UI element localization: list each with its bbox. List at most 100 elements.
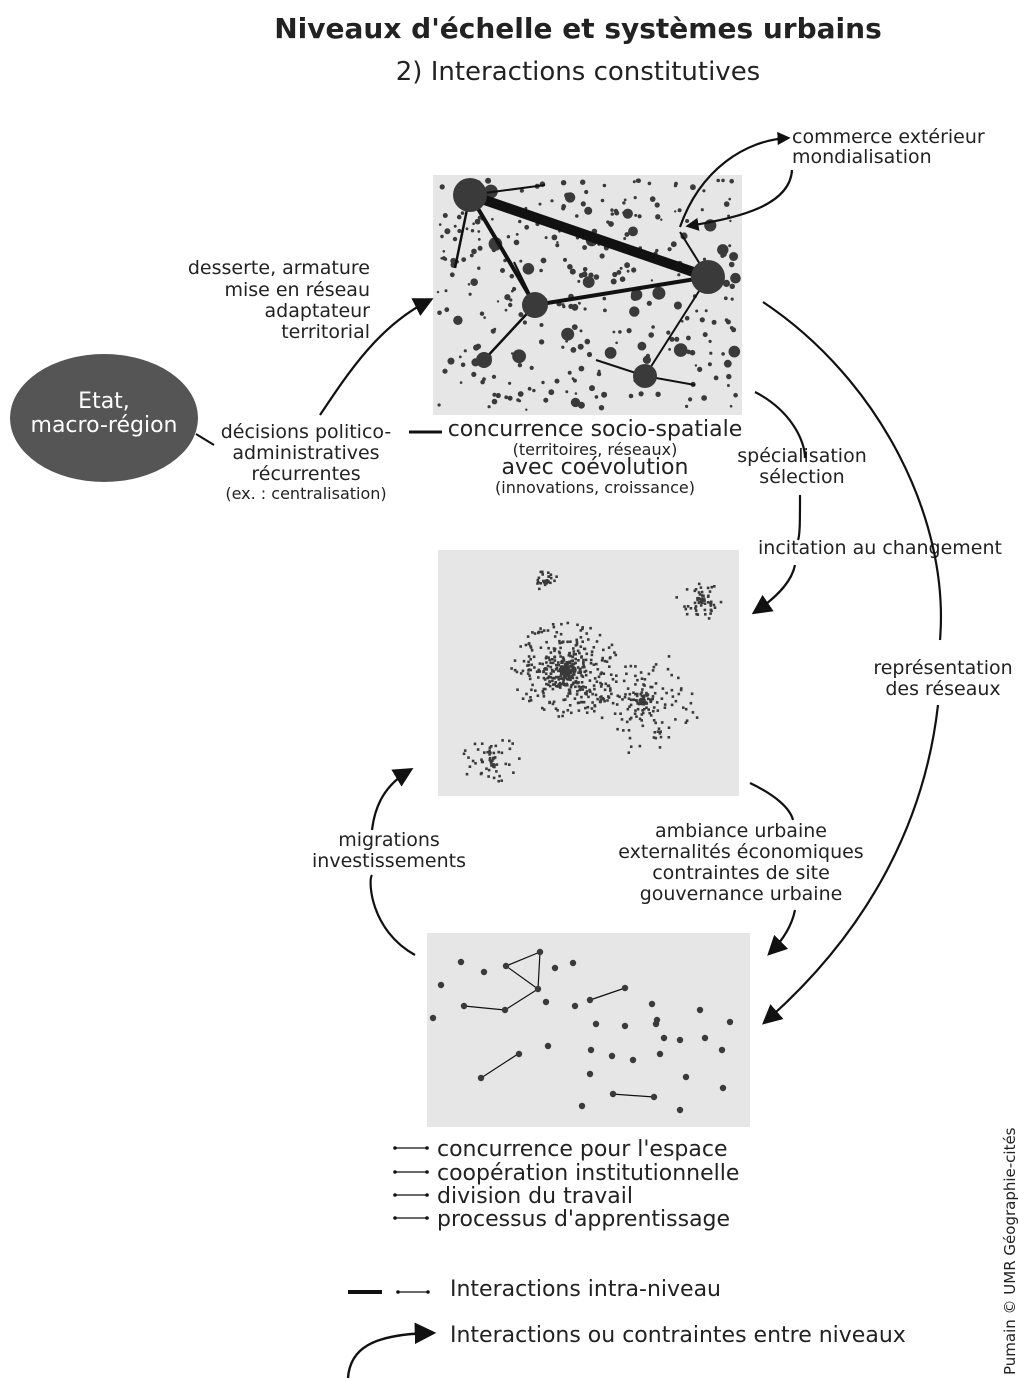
point xyxy=(538,202,542,206)
pixel xyxy=(599,685,603,688)
pixel xyxy=(571,662,574,666)
point xyxy=(560,180,567,186)
point xyxy=(513,239,520,246)
pixel xyxy=(480,758,483,761)
pixel xyxy=(653,691,657,695)
pixel xyxy=(564,673,567,676)
pixel xyxy=(532,655,536,659)
point xyxy=(700,208,704,212)
pixel xyxy=(593,704,596,707)
pixel xyxy=(568,661,572,665)
pixel xyxy=(545,661,548,664)
pixel xyxy=(562,698,565,702)
pixel xyxy=(568,689,571,692)
pixel xyxy=(703,599,706,602)
point xyxy=(483,316,486,319)
point xyxy=(655,391,661,397)
pixel xyxy=(629,716,633,720)
point xyxy=(504,308,508,312)
pixel xyxy=(579,685,583,689)
label-desserte-4: territorial xyxy=(281,321,370,343)
pixel xyxy=(500,751,504,755)
pixel xyxy=(562,682,565,686)
pixel xyxy=(582,658,585,662)
pixel xyxy=(576,690,579,693)
arrow-desserte xyxy=(319,298,434,416)
pixel xyxy=(550,658,554,661)
pixel xyxy=(537,631,540,635)
pixel xyxy=(640,691,644,694)
point xyxy=(577,279,581,283)
pixel xyxy=(564,664,568,667)
pixel xyxy=(501,739,504,742)
point xyxy=(477,1074,485,1082)
pixel xyxy=(596,668,600,671)
pixel xyxy=(606,699,609,702)
pixel xyxy=(545,655,548,659)
point xyxy=(477,266,481,270)
pixel xyxy=(629,745,633,748)
pixel xyxy=(713,606,717,609)
point xyxy=(632,180,636,184)
label-ambiance-1: ambiance urbaine xyxy=(655,820,827,842)
point xyxy=(648,332,654,338)
point xyxy=(584,189,589,195)
point xyxy=(726,373,732,380)
point xyxy=(512,349,526,364)
pixel xyxy=(559,674,563,677)
pixel xyxy=(608,665,611,668)
pixel xyxy=(572,670,576,674)
point xyxy=(440,234,444,239)
pixel xyxy=(574,661,577,665)
pixel xyxy=(569,678,572,682)
point xyxy=(504,294,511,301)
pixel xyxy=(537,668,541,672)
diagram-title: Niveaux d'échelle et systèmes urbains xyxy=(274,12,882,45)
point xyxy=(584,338,591,345)
pixel xyxy=(643,707,646,711)
point xyxy=(578,1102,586,1110)
pixel xyxy=(547,676,551,679)
pixel xyxy=(518,757,521,760)
pixel xyxy=(595,662,598,666)
pixel xyxy=(492,756,495,760)
pixel xyxy=(526,664,529,667)
point xyxy=(596,371,602,377)
pixel xyxy=(541,662,544,666)
pixel xyxy=(659,730,662,733)
label-decisions-3: récurrentes xyxy=(251,463,360,485)
point xyxy=(437,403,441,407)
pixel xyxy=(542,676,546,680)
point xyxy=(638,391,644,397)
point xyxy=(729,178,734,184)
point xyxy=(730,297,734,301)
point xyxy=(532,388,536,393)
point xyxy=(618,330,622,334)
label-commerce-2: mondialisation xyxy=(792,146,932,168)
point xyxy=(518,312,524,318)
pixel xyxy=(584,673,588,677)
pixel xyxy=(548,680,551,683)
point xyxy=(649,196,656,202)
point xyxy=(501,1006,509,1014)
pixel xyxy=(590,650,594,653)
pixel xyxy=(574,644,578,647)
pixel xyxy=(553,579,556,583)
pixel xyxy=(613,651,616,654)
pixel xyxy=(571,667,575,671)
pixel xyxy=(584,691,588,695)
pixel xyxy=(641,724,645,728)
pixel xyxy=(701,601,704,604)
point xyxy=(467,283,471,286)
pixel xyxy=(557,663,561,667)
point xyxy=(581,271,588,278)
pixel xyxy=(559,683,562,687)
pixel xyxy=(689,701,693,705)
point xyxy=(565,339,568,343)
pixel xyxy=(602,648,605,652)
point xyxy=(673,301,682,310)
point xyxy=(577,401,585,409)
point xyxy=(600,198,605,203)
point xyxy=(517,391,524,397)
pixel xyxy=(658,746,662,749)
